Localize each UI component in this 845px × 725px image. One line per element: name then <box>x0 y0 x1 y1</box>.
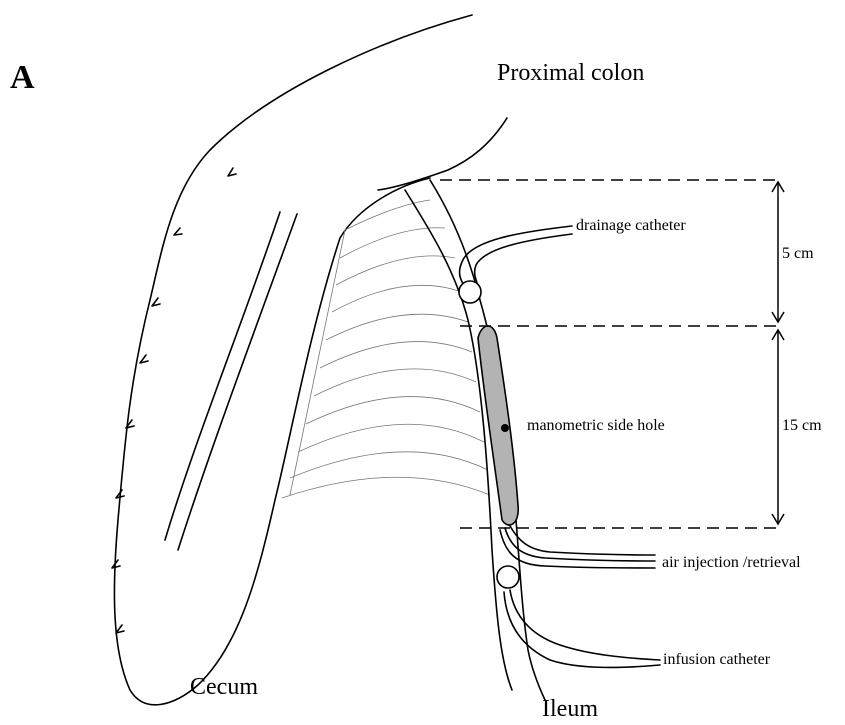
label-ileum: Ileum <box>542 696 598 720</box>
panel-label: A <box>10 59 35 96</box>
label-air-injection: air injection /retrieval <box>662 554 801 571</box>
air-injection-line-3 <box>500 530 655 568</box>
label-cecum: Cecum <box>190 674 258 700</box>
label-drainage-catheter: drainage catheter <box>576 217 686 234</box>
label-5cm: 5 cm <box>782 245 814 262</box>
taenia-line-1 <box>165 212 280 540</box>
colon-outer-wall <box>114 15 472 705</box>
infusion-catheter-line-2 <box>504 592 660 667</box>
ileum-right-wall <box>430 180 545 700</box>
label-manometric-side-hole: manometric side hole <box>527 417 665 434</box>
side-hole-dot <box>501 424 509 432</box>
label-15cm: 15 cm <box>782 417 822 434</box>
air-injection-line-2 <box>510 526 655 555</box>
label-infusion-catheter: infusion catheter <box>663 651 771 668</box>
drainage-balloon <box>459 281 481 303</box>
label-proximal-colon: Proximal colon <box>497 60 644 86</box>
lower-balloon <box>497 566 519 588</box>
mucosal-folds <box>282 200 490 498</box>
taenia-line-2 <box>178 214 297 550</box>
